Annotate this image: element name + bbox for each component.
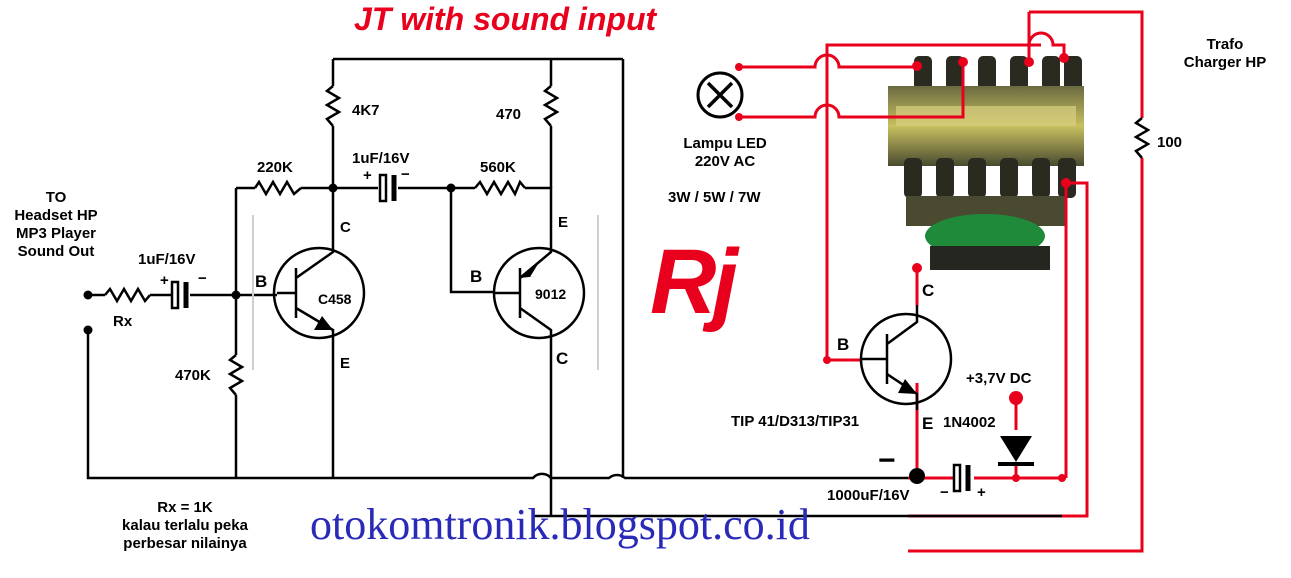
input-label-line: Headset HP bbox=[14, 207, 98, 224]
q2-pin-e: E bbox=[558, 214, 569, 231]
q2-label: 9012 bbox=[535, 286, 567, 302]
q1-pin-c: C bbox=[340, 219, 351, 236]
cap-out-minus: − bbox=[940, 484, 949, 501]
input-label: TO Headset HP MP3 Player Sound Out bbox=[0, 189, 112, 261]
q2-pin-b: B bbox=[470, 267, 483, 286]
cap-input-minus: − bbox=[198, 270, 207, 287]
tip-transistor bbox=[859, 305, 953, 410]
arrows bbox=[314, 264, 538, 330]
cap-input-plus: + bbox=[160, 272, 169, 289]
rx-label: Rx bbox=[113, 313, 133, 330]
red-junctions bbox=[735, 53, 1071, 482]
diode-label: 1N4002 bbox=[943, 414, 996, 431]
watermark-url: otokomtronik.blogspot.co.id bbox=[310, 500, 810, 549]
q3-pin-c: C bbox=[922, 281, 935, 300]
r-bias-label: 470K bbox=[175, 367, 211, 384]
q1-pin-b: B bbox=[255, 272, 268, 291]
r-collector-label: 4K7 bbox=[352, 102, 380, 119]
lamp-symbol bbox=[696, 71, 744, 119]
transformer-photo bbox=[882, 48, 1092, 274]
q3-label: TIP 41/D313/TIP31 bbox=[731, 413, 860, 430]
rx-note-line: Rx = 1K bbox=[157, 499, 213, 516]
q2-pin-c: C bbox=[556, 349, 569, 368]
resistor-100 bbox=[1133, 117, 1151, 159]
cap-1000uf bbox=[952, 463, 971, 493]
r-470-label: 470 bbox=[496, 106, 522, 123]
rx-note-line: perbesar nilainya bbox=[123, 535, 247, 552]
q1-label: C458 bbox=[318, 291, 352, 307]
q3-pin-e: E bbox=[922, 414, 934, 433]
lamp-label-line: 220V AC bbox=[694, 153, 756, 170]
ground-minus: − bbox=[878, 444, 896, 477]
q1-pin-e: E bbox=[340, 355, 351, 372]
input-label-line: Sound Out bbox=[17, 243, 95, 260]
rx-note-line: kalau terlalu peka bbox=[122, 517, 248, 534]
cap-input-label: 1uF/16V bbox=[138, 251, 196, 268]
diode-1n4002 bbox=[998, 436, 1034, 466]
trafo-label-line: Trafo bbox=[1206, 36, 1244, 53]
black-transistors bbox=[272, 236, 586, 342]
trafo-label: Trafo Charger HP bbox=[1160, 36, 1290, 72]
lamp-label: Lampu LED 220V AC bbox=[665, 135, 785, 171]
lamp-label-line: Lampu LED bbox=[683, 135, 767, 152]
cap-couple-label: 1uF/16V bbox=[352, 150, 410, 167]
rx-note: Rx = 1K kalau terlalu peka perbesar nila… bbox=[96, 499, 274, 553]
cap-out-plus: + bbox=[977, 484, 986, 501]
cap-couple-minus: − bbox=[401, 166, 410, 183]
q3-pin-b: B bbox=[837, 335, 850, 354]
lamp-power-label: 3W / 5W / 7W bbox=[668, 189, 761, 206]
input-label-line: TO bbox=[45, 189, 67, 206]
red-wires bbox=[739, 10, 1144, 553]
junctions bbox=[83, 183, 456, 335]
r-560-label: 560K bbox=[480, 159, 516, 176]
supply-label: +3,7V DC bbox=[966, 370, 1032, 387]
diagram-title: JT with sound input bbox=[354, 1, 657, 37]
cap-couple-plus: + bbox=[363, 167, 372, 184]
black-capacitors bbox=[170, 173, 397, 310]
r-100-label: 100 bbox=[1157, 134, 1183, 151]
black-resistors bbox=[104, 85, 560, 396]
rj-logo: Rj bbox=[650, 231, 738, 333]
faint-lines bbox=[252, 215, 599, 370]
r-base-label: 220K bbox=[257, 159, 293, 176]
trafo-label-line: Charger HP bbox=[1183, 54, 1267, 71]
cap-out-label: 1000uF/16V bbox=[827, 487, 910, 504]
input-label-line: MP3 Player bbox=[15, 225, 97, 242]
